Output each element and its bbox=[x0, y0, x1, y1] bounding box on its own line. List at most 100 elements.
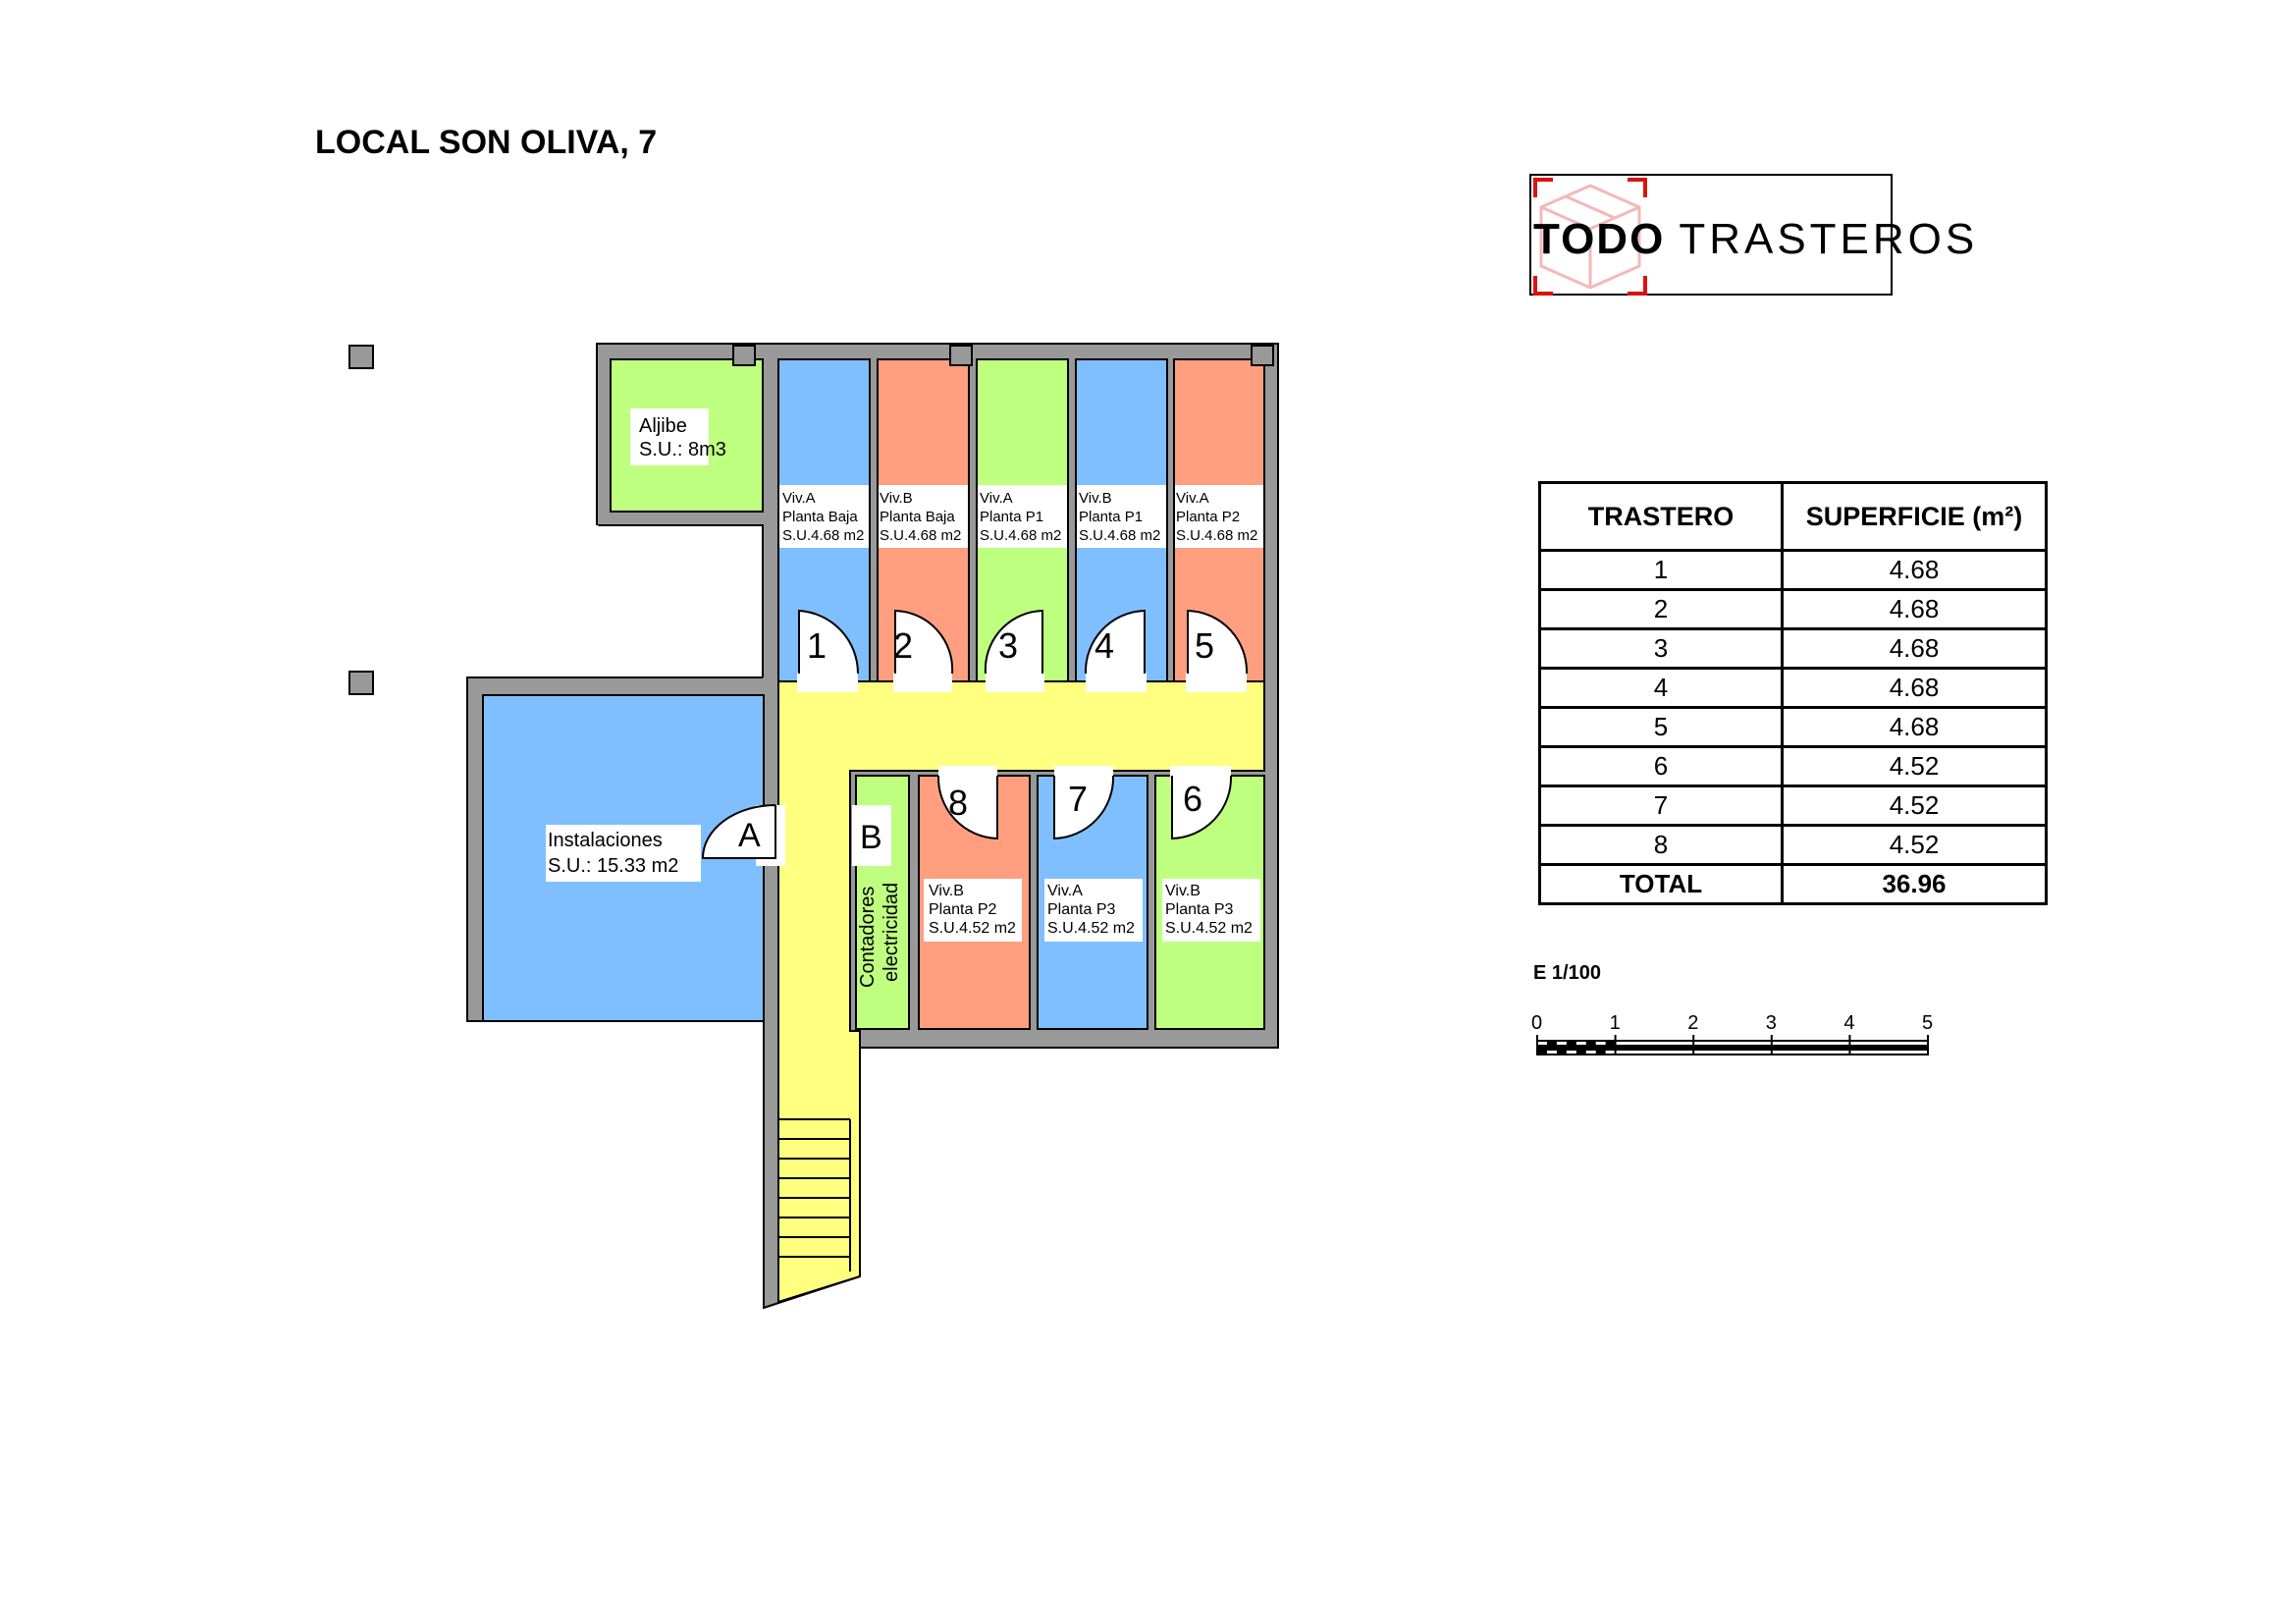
table-header-row: TRASTERO SUPERFICIE (m²) bbox=[1538, 481, 2048, 552]
scale-bar-checker bbox=[1546, 1041, 1557, 1048]
instalaciones-name: Instalaciones bbox=[548, 830, 663, 851]
scale-bar-segment bbox=[1849, 1045, 1928, 1051]
scale-bar-checker bbox=[1595, 1048, 1606, 1055]
marker-square bbox=[348, 671, 374, 695]
table-cell-id: 2 bbox=[1538, 588, 1784, 630]
wall-outline bbox=[597, 524, 764, 677]
storage-label-su: S.U.4.52 m2 bbox=[1165, 920, 1253, 937]
storage-label-planta: Planta P2 bbox=[1176, 509, 1240, 525]
storage-label-su: S.U.4.68 m2 bbox=[880, 527, 961, 544]
storage-number: 5 bbox=[1195, 625, 1214, 666]
table-cell-area: 4.68 bbox=[1781, 549, 2048, 591]
page-title: LOCAL SON OLIVA, 7 bbox=[315, 124, 658, 161]
logo-bold-text: TODO bbox=[1533, 215, 1666, 263]
storage-label-su: S.U.4.68 m2 bbox=[1079, 527, 1160, 544]
scale-bar-tick-label: 5 bbox=[1922, 1012, 1933, 1034]
aljibe-su: S.U.: 8m3 bbox=[639, 439, 726, 460]
storage-number: 1 bbox=[807, 625, 827, 666]
storage-number: 3 bbox=[998, 625, 1018, 666]
storage-label-su: S.U.4.68 m2 bbox=[980, 527, 1061, 544]
storage-label-su: S.U.4.68 m2 bbox=[782, 527, 864, 544]
table-cell-id: 8 bbox=[1538, 824, 1784, 866]
storage-label-planta: Planta P3 bbox=[1165, 901, 1233, 918]
storage-label-viv: Viv.A bbox=[1047, 883, 1083, 899]
table-total-label: TOTAL bbox=[1538, 863, 1784, 905]
logo-cube-icon bbox=[1533, 178, 1647, 296]
scale-bar-checker bbox=[1575, 1048, 1586, 1055]
scale-bar-tick-label: 0 bbox=[1531, 1012, 1542, 1034]
scale-bar-segment bbox=[1771, 1045, 1850, 1051]
scale-bar-tick-label: 1 bbox=[1610, 1012, 1621, 1034]
scale-bar-tick-label: 4 bbox=[1843, 1012, 1854, 1034]
table-total-value: 36.96 bbox=[1781, 863, 2048, 905]
storage-label-viv: Viv.B bbox=[929, 883, 964, 899]
storage-label-planta: Planta P1 bbox=[980, 509, 1043, 525]
scale-bar-tick-label: 2 bbox=[1687, 1012, 1698, 1034]
storage-label-planta: Planta Baja bbox=[880, 509, 955, 525]
storage-label-su: S.U.4.68 m2 bbox=[1176, 527, 1257, 544]
table-cell-area: 4.52 bbox=[1781, 784, 2048, 827]
doors-bottom bbox=[936, 766, 1233, 840]
doors-top bbox=[797, 609, 1249, 692]
storage-label-viv: Viv.B bbox=[880, 490, 913, 507]
table-cell-area: 4.52 bbox=[1781, 824, 2048, 866]
storage-number: 2 bbox=[893, 625, 913, 666]
logo-text: TODO TRASTEROS bbox=[1533, 215, 1978, 264]
storage-label-viv: Viv.A bbox=[782, 490, 816, 507]
table-cell-id: 5 bbox=[1538, 706, 1784, 748]
storage-number: 7 bbox=[1068, 779, 1088, 819]
contadores-label-1: Contadores bbox=[857, 887, 879, 988]
storage-label-planta: Planta P2 bbox=[929, 901, 996, 918]
storage-label-planta: Planta P1 bbox=[1079, 509, 1143, 525]
storage-label-viv: Viv.A bbox=[980, 490, 1013, 507]
table-cell-area: 4.68 bbox=[1781, 588, 2048, 630]
corridor bbox=[777, 680, 1265, 1304]
table-cell-area: 4.52 bbox=[1781, 745, 2048, 787]
scale-bar-checker bbox=[1556, 1048, 1567, 1055]
storage-label-viv: Viv.B bbox=[1079, 490, 1112, 507]
storage-number: 8 bbox=[948, 783, 968, 823]
scale-bar-segment bbox=[1693, 1045, 1772, 1051]
table-cell-area: 4.68 bbox=[1781, 627, 2048, 670]
contadores-label-2: electricidad bbox=[881, 883, 902, 982]
scale-bar-checker bbox=[1537, 1048, 1547, 1055]
table-cell-id: 4 bbox=[1538, 667, 1784, 709]
table-cell-area: 4.68 bbox=[1781, 706, 2048, 748]
wall-nibs bbox=[732, 345, 1274, 366]
table-cell-id: 3 bbox=[1538, 627, 1784, 670]
storage-number: 4 bbox=[1095, 625, 1114, 666]
door-b-letter: B bbox=[860, 819, 882, 856]
table-cell-id: 6 bbox=[1538, 745, 1784, 787]
table-header-superficie: SUPERFICIE (m²) bbox=[1781, 481, 2048, 552]
scale-bar-checker bbox=[1605, 1041, 1616, 1048]
storage-label-viv: Viv.B bbox=[1165, 883, 1201, 899]
storage-number: 6 bbox=[1183, 779, 1202, 819]
exterior-notch bbox=[597, 525, 763, 677]
door-a bbox=[701, 804, 785, 866]
scale-bar-checker bbox=[1585, 1041, 1596, 1048]
storage-label-planta: Planta P3 bbox=[1047, 901, 1115, 918]
stairs bbox=[778, 1118, 851, 1271]
storage-label-su: S.U.4.52 m2 bbox=[1047, 920, 1135, 937]
table-header-trastero: TRASTERO bbox=[1538, 481, 1784, 552]
door-b-label-box bbox=[852, 805, 891, 866]
aljibe-name: Aljibe bbox=[639, 415, 687, 437]
scale-label: E 1/100 bbox=[1533, 962, 1601, 984]
logo-light-text: TRASTEROS bbox=[1679, 215, 1979, 263]
storage-label-su: S.U.4.52 m2 bbox=[929, 920, 1016, 937]
storage-label-planta: Planta Baja bbox=[782, 509, 858, 525]
table-cell-area: 4.68 bbox=[1781, 667, 2048, 709]
